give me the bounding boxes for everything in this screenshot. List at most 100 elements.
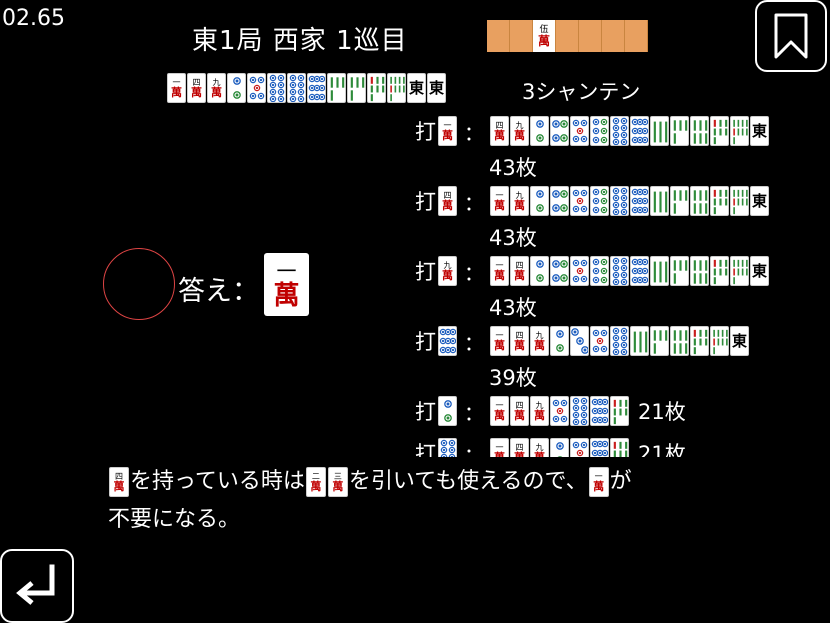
tile-man-4: 四萬 — [490, 116, 509, 146]
discard-tile: 四萬 — [438, 186, 457, 216]
discard-prefix: 打 — [415, 260, 436, 284]
tile-suit: 萬 — [514, 268, 525, 282]
tile-number: 九 — [515, 190, 524, 200]
discard-option-row[interactable]: 打四萬：一萬九萬東 — [415, 186, 770, 216]
discard-prefix: 打 — [415, 442, 436, 457]
tile-honor-E: 東 — [750, 186, 769, 216]
tile-pin-4 — [550, 256, 569, 286]
tile-suit: 萬 — [514, 408, 525, 422]
option-tile-count: 21枚 — [638, 442, 686, 457]
tile-man-2: 二萬 — [305, 467, 326, 497]
bamboo-sticks-icon — [732, 259, 748, 285]
bamboo-sticks-icon — [653, 191, 667, 213]
tile-pin-9 — [307, 73, 326, 103]
option-colon: ： — [464, 190, 484, 215]
tile-suit: 萬 — [494, 198, 505, 212]
bookmark-button[interactable] — [755, 0, 827, 72]
tile-number: 九 — [535, 442, 544, 452]
discard-option-row[interactable]: 打 ： 一萬四萬九萬 21枚 — [415, 438, 686, 457]
tile-sou-6 — [690, 186, 709, 216]
tile-pin-4 — [550, 116, 569, 146]
tile-pin-8 — [610, 186, 629, 216]
tile-pin-8 — [570, 396, 589, 426]
circle-dots-icon — [551, 260, 568, 282]
tile-honor-glyph: 東 — [408, 78, 424, 97]
discard-option-row[interactable]: 打：一萬四萬九萬東 — [415, 326, 750, 356]
option-tile-count: 21枚 — [638, 400, 686, 424]
tile-pin-9 — [590, 396, 609, 426]
bookmark-icon — [774, 13, 808, 59]
enter-button[interactable] — [0, 549, 74, 623]
tile-sou-4 — [650, 326, 669, 356]
tile-sou-6 — [670, 326, 689, 356]
bamboo-sticks-icon — [653, 121, 667, 143]
tile-honor-E: 東 — [730, 326, 749, 356]
tile-sou-7 — [610, 438, 629, 457]
tile-pin-9 — [590, 438, 609, 457]
tile-suit: 萬 — [113, 479, 125, 493]
tile-suit: 萬 — [534, 338, 545, 352]
tile-number: 一 — [495, 190, 504, 200]
dora-number: 伍 — [539, 24, 549, 35]
tile-sou-3 — [650, 186, 669, 216]
tile-man-9: 九萬 — [530, 438, 549, 457]
tile-sou-7 — [710, 256, 729, 286]
tile-sou-7 — [690, 326, 709, 356]
bamboo-sticks-icon — [673, 260, 687, 284]
circle-dots-icon — [592, 258, 607, 284]
tile-honor-E: 東 — [407, 73, 426, 103]
answer-tile-suit: 萬 — [273, 280, 300, 311]
tile-pin-5 — [550, 396, 569, 426]
bamboo-sticks-icon — [693, 329, 707, 355]
tile-honor-E: 東 — [750, 116, 769, 146]
tile-number: 一 — [172, 77, 181, 87]
tile-honor-E: 東 — [750, 256, 769, 286]
tile-man-9: 九萬 — [510, 116, 529, 146]
tile-pin-9 — [630, 256, 649, 286]
tile-number: 一 — [495, 330, 504, 340]
tile-number: 九 — [443, 260, 452, 270]
tile-man-1: 一萬 — [490, 396, 509, 426]
discard-option-row[interactable]: 打九萬：一萬四萬東 — [415, 256, 770, 286]
tile-suit: 萬 — [593, 479, 605, 493]
circle-dots-icon — [551, 190, 568, 212]
tile-honor-glyph: 東 — [428, 78, 444, 97]
bamboo-sticks-icon — [713, 189, 727, 215]
tile-number: 四 — [515, 442, 524, 452]
tile-man-4: 四萬 — [510, 256, 529, 286]
tile-pin-8 — [287, 73, 306, 103]
bamboo-sticks-icon — [613, 441, 627, 457]
option-colon: ： — [464, 442, 484, 458]
option-tile-count: 43枚 — [489, 226, 537, 250]
option-tile-count: 43枚 — [489, 156, 537, 180]
tile-suit: 萬 — [442, 198, 453, 212]
circle-dots-icon — [555, 330, 564, 352]
option-colon: ： — [464, 400, 484, 425]
bamboo-sticks-icon — [330, 77, 344, 101]
circle-dots-icon — [612, 327, 627, 355]
circle-dots-icon — [535, 190, 544, 212]
discard-option-row[interactable]: 打一萬：四萬九萬東 — [415, 116, 770, 146]
tile-suit: 萬 — [534, 408, 545, 422]
bamboo-sticks-icon — [653, 261, 667, 283]
tile-sou-3 — [630, 326, 649, 356]
hand-tiles: 一萬四萬九萬東東 — [167, 73, 447, 103]
tile-man-1: 一萬 — [490, 186, 509, 216]
tile-number: 一 — [495, 260, 504, 270]
tile-man-1: 一萬 — [490, 438, 509, 457]
tile-pin-6 — [590, 256, 609, 286]
tile-sou-3 — [650, 256, 669, 286]
tile-suit: 萬 — [514, 128, 525, 142]
tile-suit: 萬 — [534, 450, 545, 458]
explanation-text-part: を持っている時は — [130, 469, 305, 494]
explanation-text-part: を引いても使えるので、 — [348, 469, 588, 494]
tile-pin-5 — [570, 438, 589, 457]
circle-dots-icon — [249, 76, 264, 100]
tile-number: 一 — [443, 120, 452, 130]
circle-dots-icon — [535, 260, 544, 282]
timer: 02.65 — [2, 6, 65, 31]
circle-dots-icon — [612, 257, 627, 285]
tile-number: 九 — [535, 400, 544, 410]
